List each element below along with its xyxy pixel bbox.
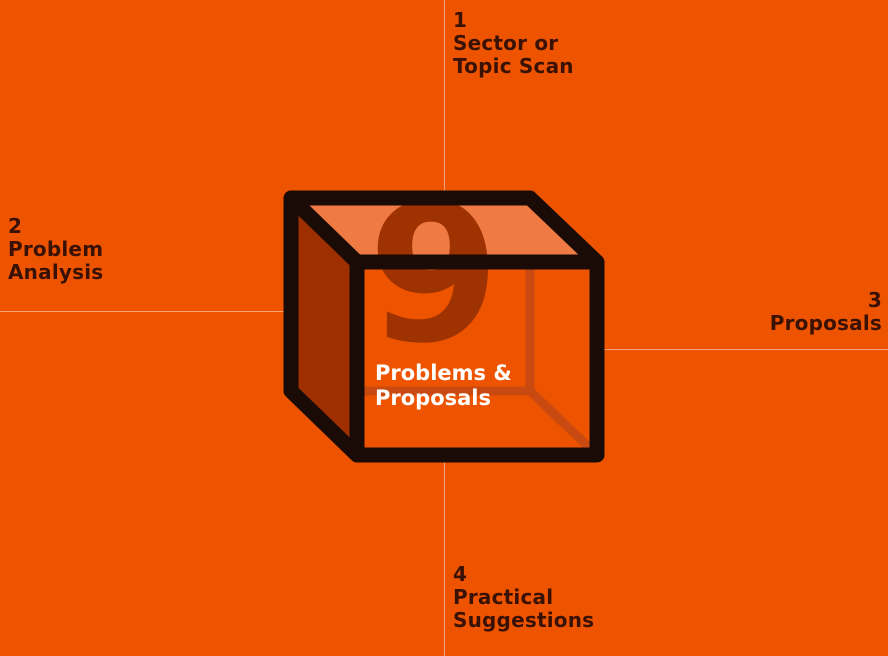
- cube-outline: [283, 190, 605, 463]
- center-title-line1: Problems &: [375, 361, 512, 385]
- quadrant-1-line1: Sector or: [453, 31, 559, 55]
- quadrant-2-line1: Problem: [8, 237, 104, 261]
- quadrant-4-line1: Practical: [453, 585, 554, 609]
- axis-line-bottom: [444, 460, 445, 656]
- cube-left-face: [291, 198, 357, 455]
- center-title-line2: Proposals: [375, 386, 492, 410]
- axis-line-top: [444, 0, 445, 200]
- quadrant-1-number: 1: [453, 8, 468, 32]
- quadrant-4-line2: Suggestions: [453, 608, 595, 632]
- quadrant-3-label: 3 Proposals: [770, 289, 882, 335]
- cube-back-diagonal: [526, 387, 601, 459]
- axis-line-right: [600, 349, 888, 350]
- quadrant-4-label: 4 Practical Suggestions: [453, 563, 594, 632]
- quadrant-1-label: 1 Sector or Topic Scan: [453, 9, 574, 78]
- axis-line-left: [0, 311, 290, 312]
- quadrant-2-line2: Analysis: [8, 260, 104, 284]
- center-title: Problems & Proposals: [375, 361, 512, 411]
- quadrant-2-label: 2 Problem Analysis: [8, 215, 103, 284]
- quadrant-4-number: 4: [453, 562, 468, 586]
- quadrant-3-number: 3: [867, 288, 882, 312]
- quadrant-2-number: 2: [8, 214, 23, 238]
- quadrant-1-line2: Topic Scan: [453, 54, 574, 78]
- cube-top-face: [291, 198, 597, 262]
- quadrant-3-line1: Proposals: [769, 311, 882, 335]
